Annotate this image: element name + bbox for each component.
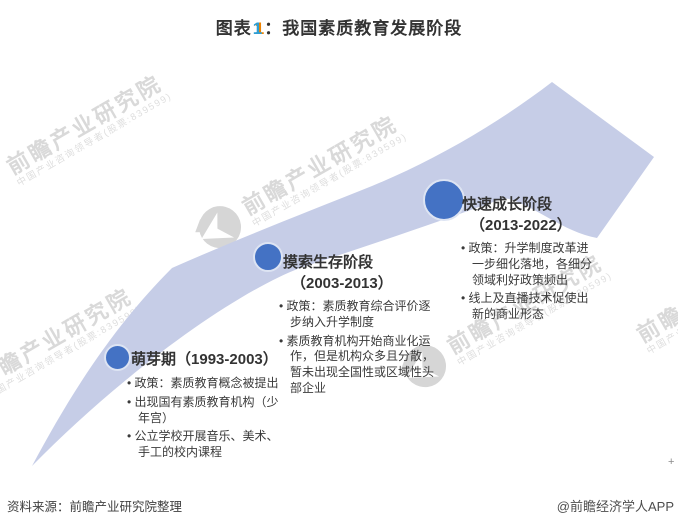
- bullet-item: 素质教育机构开始商业化运作，但是机构众多且分散，暂未出现全国性或区域性头部企业: [279, 334, 439, 397]
- stage-2-period: （2003-2013）: [291, 275, 393, 292]
- stage-2-bullets: 政策：素质教育综合评价逐步纳入升学制度 素质教育机构开始商业化运作，但是机构众多…: [279, 299, 439, 400]
- stage-3-bullets: 政策：升学制度改革进一步细化落地，各细分领域利好政策频出 线上及直播技术促使出新…: [461, 241, 595, 326]
- stage-node-3: [423, 179, 465, 221]
- title-text: ：我国素质教育发展阶段: [264, 19, 463, 38]
- stage-1-name: 萌芽期: [131, 351, 177, 368]
- credit-note: @前瞻经济学人APP: [556, 499, 674, 514]
- title-number: 1: [252, 19, 264, 38]
- bullet-item: 线上及直播技术促使出新的商业形态: [461, 291, 595, 323]
- page-title: 图表1：我国素质教育发展阶段: [0, 14, 678, 39]
- source-note: 资料来源：前瞻产业研究院整理: [7, 500, 183, 514]
- plus-mark: +: [668, 456, 675, 468]
- bullet-item: 政策：素质教育综合评价逐步纳入升学制度: [279, 299, 439, 331]
- stage-1-bullets: 政策：素质教育概念被提出 出现国有素质教育机构（少年宫） 公立学校开展音乐、美术…: [127, 376, 285, 464]
- stage-node-2: [253, 242, 283, 272]
- stage-3-name: 快速成长阶段: [462, 196, 553, 213]
- bullet-item: 政策：升学制度改革进一步细化落地，各细分领域利好政策频出: [461, 241, 595, 288]
- title-prefix: 图表: [215, 19, 252, 38]
- stage-3-period: （2013-2022）: [470, 217, 572, 234]
- stage-node-1: [104, 344, 131, 371]
- bullet-item: 出现国有素质教育机构（少年宫）: [127, 395, 285, 427]
- stage-2-heading: 摸索生存阶段 （2003-2013）: [283, 252, 393, 294]
- stage-2-name: 摸索生存阶段: [283, 254, 374, 271]
- stage-3-heading: 快速成长阶段 （2013-2022）: [462, 194, 572, 236]
- stage-1-period: （1993-2003）: [176, 351, 278, 368]
- stage-1-heading: 萌芽期（1993-2003）: [131, 349, 278, 370]
- bullet-item: 公立学校开展音乐、美术、手工的校内课程: [127, 429, 285, 461]
- bullet-item: 政策：素质教育概念被提出: [127, 376, 285, 392]
